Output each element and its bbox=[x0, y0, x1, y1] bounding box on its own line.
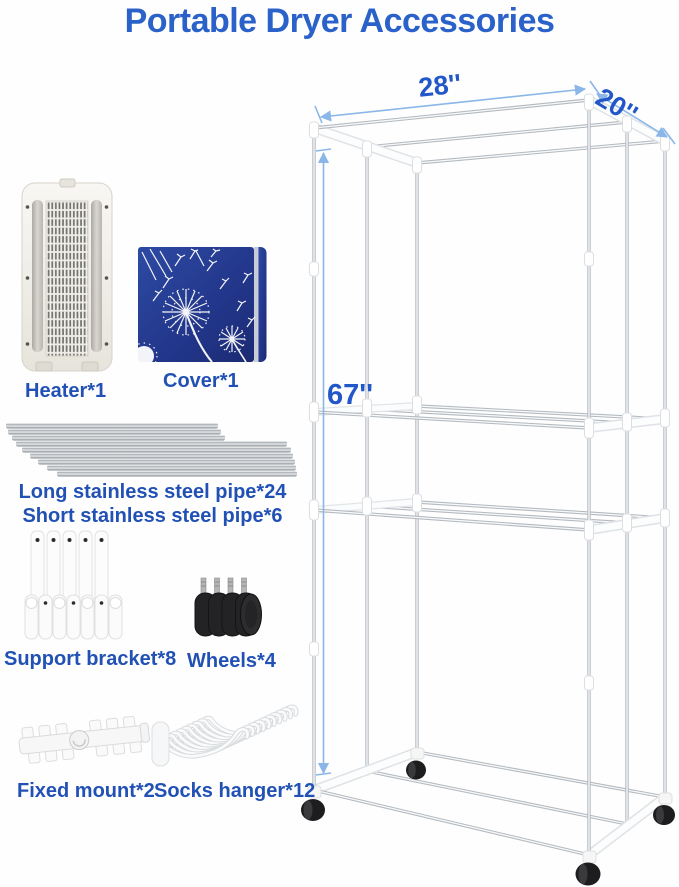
rack-connectors bbox=[309, 93, 670, 691]
dimension-lines bbox=[314, 80, 676, 776]
fixed-mount-graphic bbox=[18, 715, 150, 764]
dandelion-art bbox=[130, 248, 256, 370]
pipes-graphic bbox=[6, 423, 297, 477]
rack-graphic bbox=[301, 93, 675, 886]
rack-width-dimension: 28'' bbox=[417, 68, 463, 103]
pipes-labels: Long stainless steel pipe*24 Short stain… bbox=[0, 480, 305, 528]
heater-graphic bbox=[21, 178, 113, 372]
rack-casters bbox=[301, 747, 675, 886]
page-title: Portable Dryer Accessories bbox=[124, 2, 555, 40]
fixed-mount-label: Fixed mount*2 bbox=[17, 780, 155, 802]
heater-label: Heater*1 bbox=[25, 380, 107, 402]
support-bracket-label: Support bracket*8 bbox=[4, 648, 177, 670]
long-pipe-label: Long stainless steel pipe*24 bbox=[18, 481, 287, 503]
cover-label: Cover*1 bbox=[163, 370, 239, 392]
wheels-graphic bbox=[194, 577, 262, 637]
short-pipe-label: Short stainless steel pipe*6 bbox=[22, 505, 283, 527]
cover-graphic bbox=[130, 247, 267, 370]
support-bracket-graphic bbox=[24, 530, 123, 640]
socks-hanger-graphic bbox=[151, 704, 299, 767]
wheels-label: Wheels*4 bbox=[187, 650, 276, 672]
socks-hanger-label: Socks hanger*12 bbox=[154, 780, 316, 802]
rack-height-dimension: 67'' bbox=[327, 379, 374, 411]
